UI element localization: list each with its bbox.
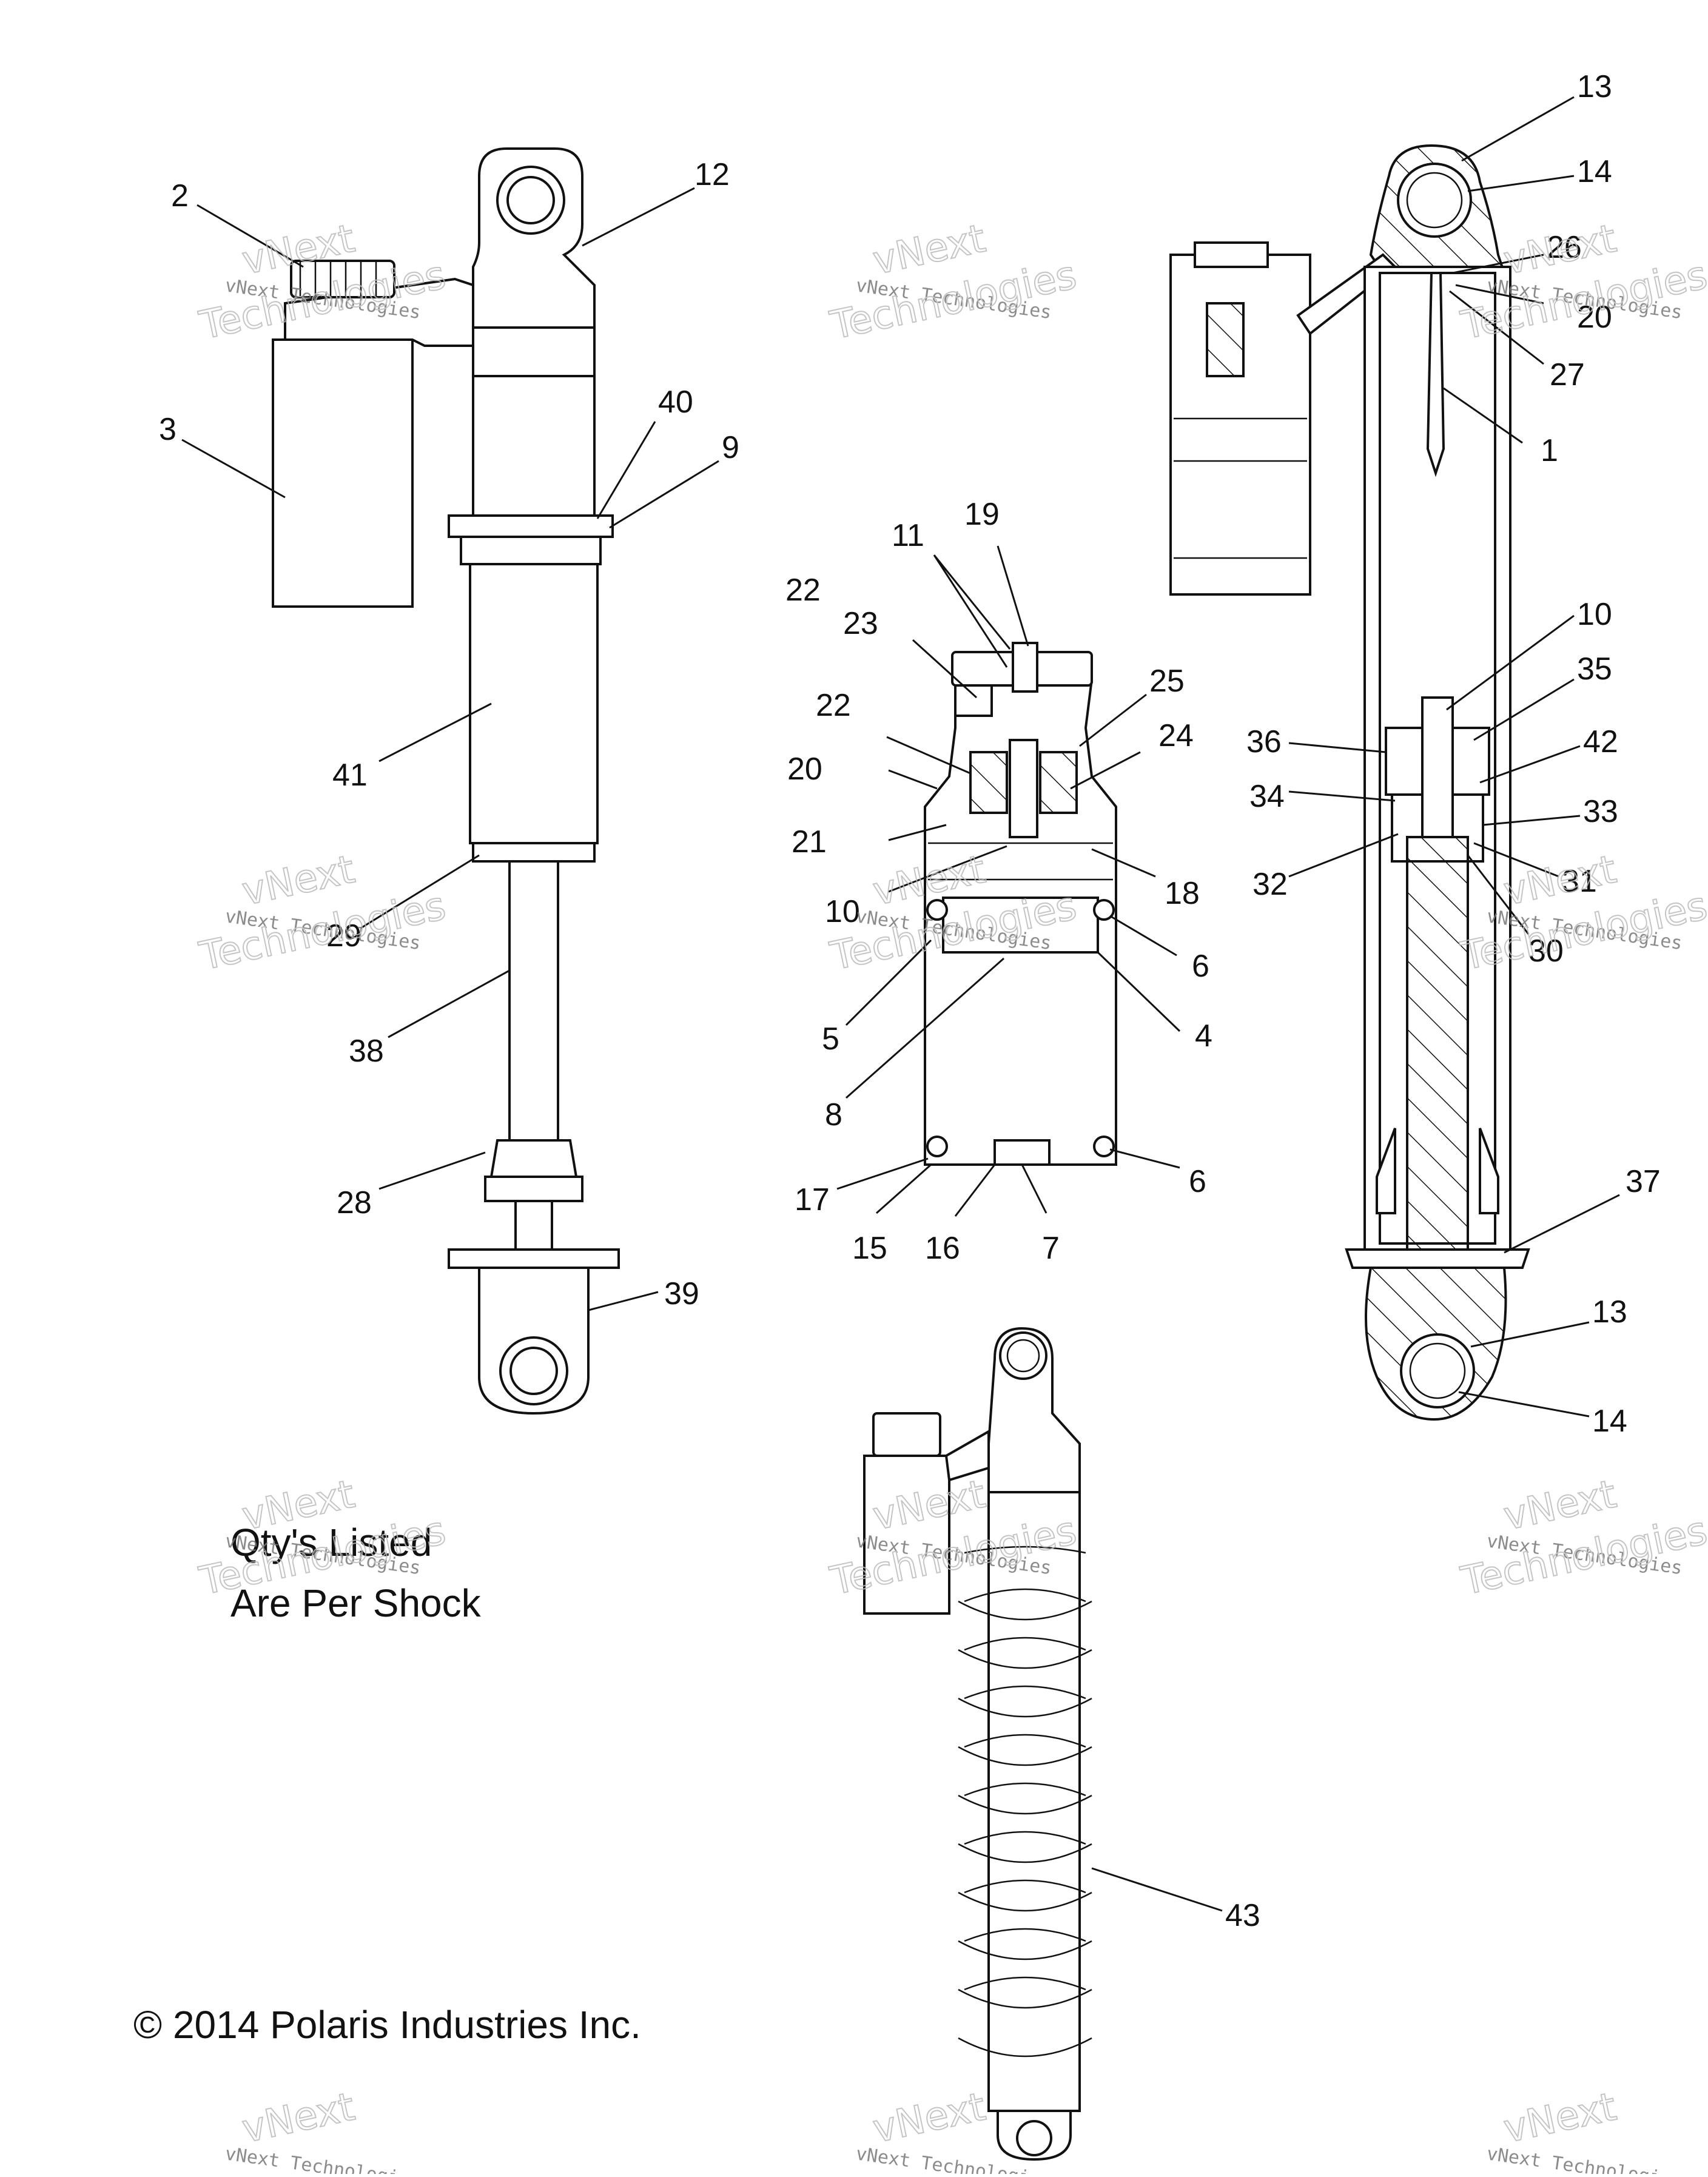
- reservoir-section-view: [924, 642, 1117, 1166]
- callout-7: 7: [1042, 1231, 1060, 1266]
- qty-note-line1: Qty's Listed: [230, 1521, 432, 1564]
- callout-35: 35: [1577, 651, 1612, 687]
- callout-37: 37: [1626, 1164, 1661, 1199]
- callout-20a: 20: [787, 752, 822, 787]
- callout-4: 4: [1195, 1018, 1212, 1054]
- callout-22b: 22: [816, 688, 851, 723]
- callout-42: 42: [1583, 724, 1618, 759]
- callout-28: 28: [337, 1185, 372, 1220]
- copyright-text: © 2014 Polaris Industries Inc.: [133, 2003, 641, 2047]
- callout-13a: 13: [1577, 69, 1612, 104]
- watermark-2: vNext vNext Technologies Technologies: [826, 216, 1081, 349]
- callout-23: 23: [843, 606, 878, 641]
- watermark-10: vNext vNext Technologies: [224, 2084, 422, 2177]
- callout-20b: 20: [1577, 300, 1612, 335]
- callout-10b: 10: [1577, 597, 1612, 632]
- watermark-12: vNext vNext Technologies: [1485, 2084, 1684, 2177]
- callout-labels: 2 12 3 40 9 41 29 38 28 39 11 19 22 23 2…: [159, 69, 1661, 1933]
- callout-14b: 14: [1592, 1404, 1627, 1439]
- callout-40: 40: [658, 385, 693, 420]
- svg-text:vNext: vNext: [869, 2085, 989, 2152]
- svg-text:vNext Technologies: vNext Technologies: [224, 2143, 422, 2174]
- svg-text:vNext: vNext: [238, 2085, 358, 2152]
- callout-18: 18: [1165, 876, 1200, 911]
- callout-19: 19: [964, 497, 1000, 532]
- callout-25: 25: [1149, 664, 1185, 699]
- shock-section-view: [1169, 144, 1530, 1421]
- callout-13b: 13: [1592, 1294, 1627, 1330]
- callout-5: 5: [822, 1021, 839, 1057]
- callout-43: 43: [1225, 1898, 1260, 1933]
- callout-31: 31: [1562, 864, 1597, 899]
- callout-24: 24: [1158, 718, 1194, 753]
- svg-text:vNext Technologies: vNext Technologies: [1485, 2143, 1684, 2174]
- callout-8: 8: [825, 1097, 842, 1132]
- shock-with-spring-view: [863, 1327, 1092, 2161]
- qty-note-line2: Are Per Shock: [230, 1581, 482, 1625]
- callout-17: 17: [795, 1182, 830, 1217]
- callout-1: 1: [1541, 433, 1558, 468]
- callout-22a: 22: [785, 573, 821, 608]
- callout-9: 9: [722, 430, 739, 465]
- callout-15: 15: [852, 1231, 887, 1266]
- callout-6b: 6: [1189, 1164, 1206, 1199]
- callout-36: 36: [1246, 724, 1282, 759]
- callout-2: 2: [171, 178, 189, 214]
- callout-26: 26: [1547, 230, 1582, 265]
- callout-21: 21: [792, 824, 827, 860]
- callout-34: 34: [1249, 779, 1285, 814]
- callout-32: 32: [1252, 867, 1288, 902]
- callout-3: 3: [159, 412, 177, 447]
- callout-30: 30: [1528, 934, 1564, 969]
- watermark-4: vNext vNext Technologies Technologies: [195, 847, 451, 980]
- callout-12: 12: [694, 157, 730, 192]
- leader-lines: [181, 96, 1620, 1912]
- callout-41: 41: [332, 758, 368, 793]
- callout-16: 16: [925, 1231, 960, 1266]
- callout-33: 33: [1583, 794, 1618, 829]
- callout-38: 38: [349, 1034, 384, 1069]
- callout-11: 11: [892, 518, 924, 553]
- callout-27: 27: [1550, 357, 1585, 392]
- callout-10a: 10: [825, 894, 860, 929]
- watermark-9: vNext vNext Technologies Technologies: [1457, 1472, 1708, 1605]
- callout-14a: 14: [1577, 154, 1612, 189]
- callout-39: 39: [664, 1276, 699, 1311]
- shock-external-view: [272, 147, 620, 1415]
- svg-text:vNext: vNext: [1500, 2085, 1620, 2152]
- callout-6a: 6: [1192, 949, 1209, 984]
- callout-29: 29: [326, 918, 361, 954]
